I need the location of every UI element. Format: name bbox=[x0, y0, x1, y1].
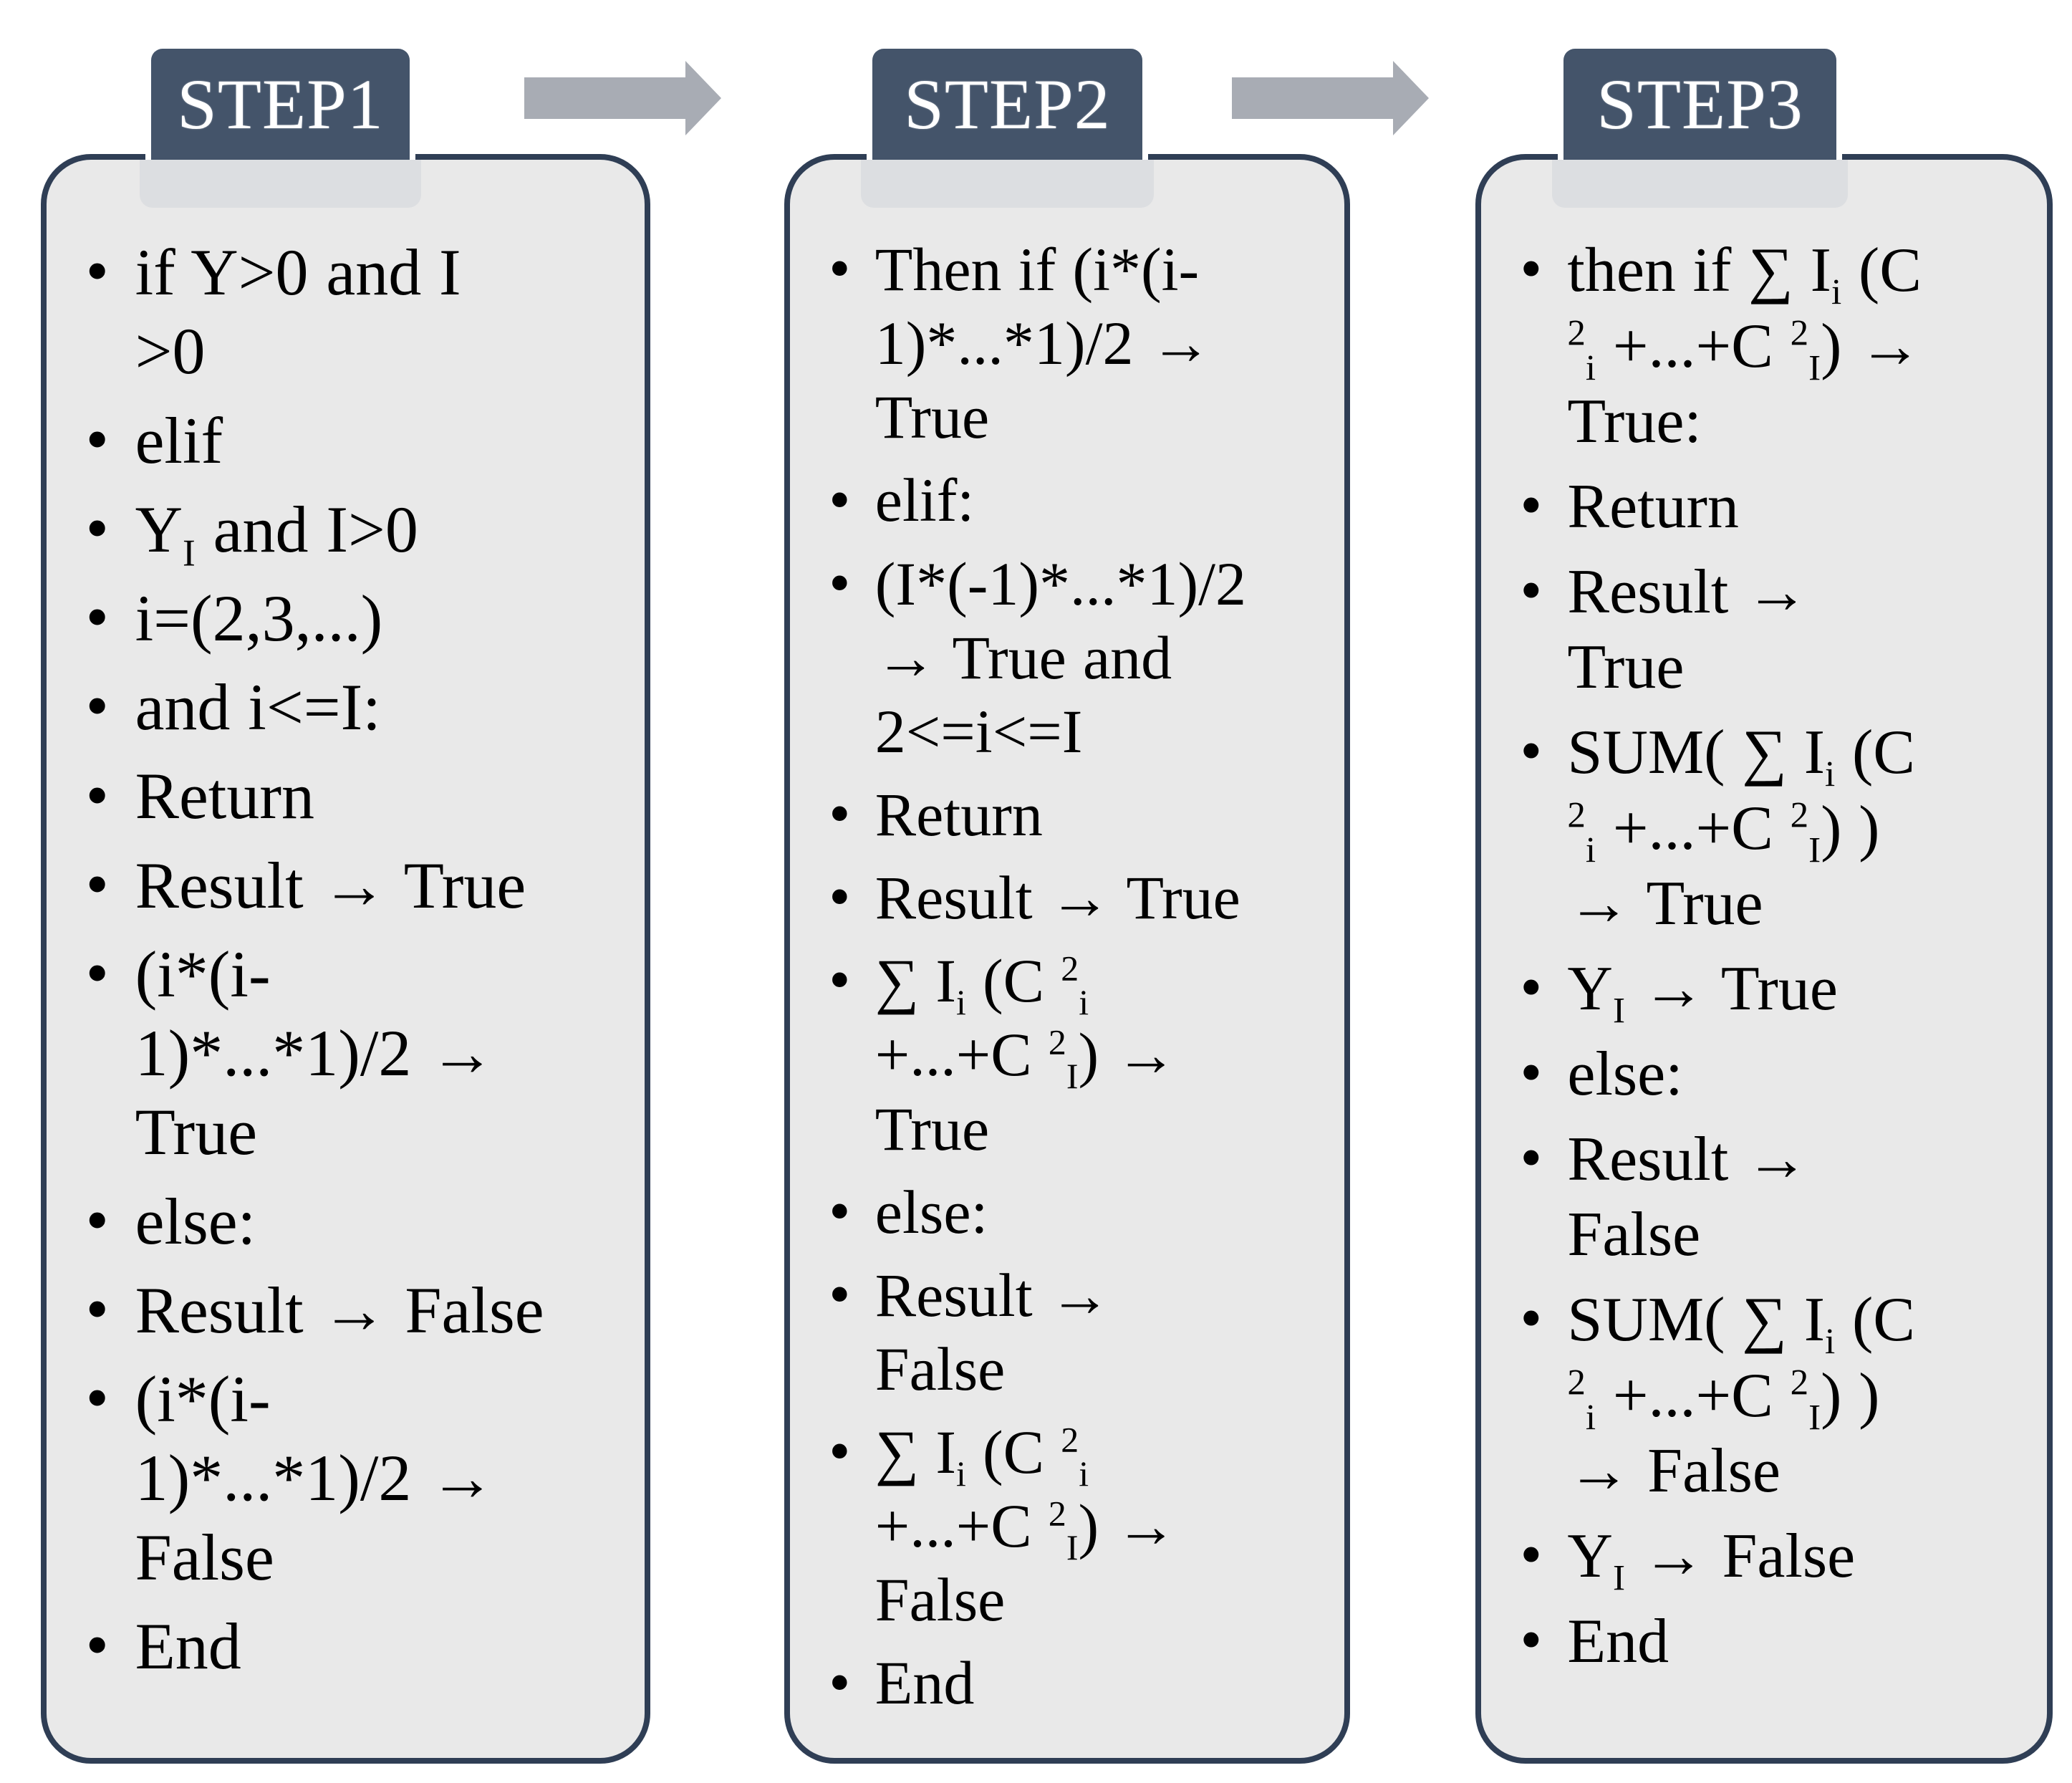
step3-tab: STEP3 bbox=[1558, 43, 1842, 160]
step2-tab-extension bbox=[861, 160, 1154, 208]
step1-content-box: if Y>0 and I >0 elif YI and I>0i=(2,3,...)… bbox=[41, 154, 650, 1764]
step-item: ∑ Ii (C 2i +...+C 2I) → True bbox=[826, 943, 1253, 1166]
step3-tab-label: STEP3 bbox=[1596, 64, 1803, 144]
right-arrow-head bbox=[1393, 61, 1429, 135]
step-item: else: bbox=[826, 1174, 1253, 1249]
step-item: then if ∑ Ii (C 2i +...+C 2I) → True: bbox=[1517, 231, 1934, 460]
step1-tab: STEP1 bbox=[145, 43, 415, 160]
right-arrow-icon-2 bbox=[1232, 61, 1429, 135]
step1-tab-label: STEP1 bbox=[177, 64, 384, 144]
step3-item-list: then if ∑ Ii (C 2i +...+C 2I) → True: Ret… bbox=[1481, 160, 1934, 1679]
right-arrow-body bbox=[524, 77, 685, 119]
step-item: Result → True bbox=[1517, 553, 1934, 706]
step2-item-list: Then if (i*(i-1)*...*1)/2 → True elif: (I*… bbox=[790, 160, 1253, 1721]
step-item: Return bbox=[82, 755, 545, 835]
right-arrow-head bbox=[685, 61, 721, 135]
step2-content-box: Then if (i*(i-1)*...*1)/2 → True elif: (I*… bbox=[784, 154, 1350, 1764]
step2-tab-label: STEP2 bbox=[904, 64, 1111, 144]
step-item: elif bbox=[82, 400, 545, 480]
step-item: if Y>0 and I >0 bbox=[82, 231, 545, 391]
step-panel-1: if Y>0 and I >0 elif YI and I>0i=(2,3,...)… bbox=[41, 0, 650, 1783]
step-item: YI → False bbox=[1517, 1517, 1934, 1597]
step-item: End bbox=[82, 1605, 545, 1686]
step1-item-list: if Y>0 and I >0 elif YI and I>0i=(2,3,...)… bbox=[47, 160, 545, 1686]
step-item: Return bbox=[826, 777, 1253, 852]
step-item: Result → False bbox=[1517, 1120, 1934, 1273]
step-item: SUM( ∑ Ii (C 2i +...+C 2I) ) → False bbox=[1517, 1281, 1934, 1509]
step-panel-3: then if ∑ Ii (C 2i +...+C 2I) → True: Ret… bbox=[1475, 0, 2053, 1783]
step-item: elif: bbox=[826, 463, 1253, 537]
step1-tab-extension bbox=[140, 160, 421, 208]
step-item: Result → True bbox=[82, 845, 545, 925]
step-item: else: bbox=[82, 1181, 545, 1261]
step-item: else: bbox=[1517, 1035, 1934, 1112]
step-item: Result → True bbox=[826, 860, 1253, 935]
step-panel-2: Then if (i*(i-1)*...*1)/2 → True elif: (I*… bbox=[784, 0, 1350, 1783]
right-arrow-icon-1 bbox=[524, 61, 721, 135]
step-item: (i*(i-1)*...*1)/2 → True bbox=[82, 933, 545, 1172]
right-arrow-body bbox=[1232, 77, 1393, 119]
step-item: SUM( ∑ Ii (C 2i +...+C 2I) ) → True bbox=[1517, 713, 1934, 942]
step-item: Then if (i*(i-1)*...*1)/2 → True bbox=[826, 231, 1253, 455]
step-item: Result → False bbox=[826, 1257, 1253, 1406]
step3-content-box: then if ∑ Ii (C 2i +...+C 2I) → True: Ret… bbox=[1475, 154, 2053, 1764]
step-item: YI → True bbox=[1517, 950, 1934, 1029]
step-item: Result → False bbox=[82, 1269, 545, 1350]
step3-tab-extension bbox=[1552, 160, 1848, 208]
step-item: End bbox=[1517, 1602, 1934, 1680]
step-item: (I*(-1)*...*1)/2 → True and 2<=i<=I bbox=[826, 546, 1253, 769]
step-item: End bbox=[826, 1645, 1253, 1720]
step-item: and i<=I: bbox=[82, 666, 545, 746]
step2-tab: STEP2 bbox=[867, 43, 1148, 160]
step-item: Return bbox=[1517, 468, 1934, 545]
step-item: i=(2,3,...) bbox=[82, 577, 545, 658]
step-item: ∑ Ii (C 2i +...+C 2I) → False bbox=[826, 1414, 1253, 1638]
step-item: YI and I>0 bbox=[82, 489, 545, 572]
step-item: (i*(i-1)*...*1)/2 → False bbox=[82, 1358, 545, 1597]
